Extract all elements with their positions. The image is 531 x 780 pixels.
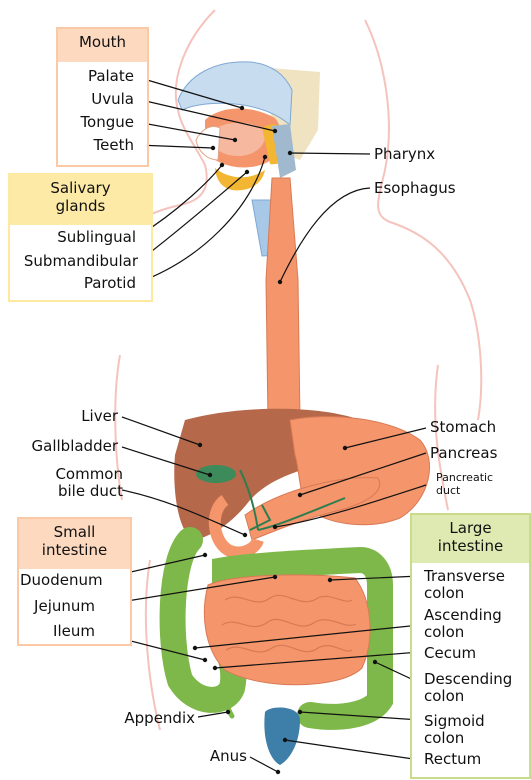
label-parotid: Parotid — [10, 275, 136, 292]
mouth-group-title: Mouth — [58, 29, 147, 62]
label-pancreatic-duct: Pancreatic duct — [436, 471, 493, 497]
label-jejunum: Jejunum — [20, 598, 95, 615]
esophagus-tube — [266, 178, 300, 420]
label-tongue: Tongue — [62, 114, 134, 131]
small-intestine-shape — [204, 575, 370, 685]
label-pharynx: Pharynx — [374, 146, 435, 163]
label-descending-colon: Descending colon — [424, 671, 512, 705]
label-pancreas: Pancreas — [430, 445, 497, 462]
label-duodenum: Duodenum — [20, 572, 95, 589]
label-palate: Palate — [62, 68, 134, 85]
label-teeth: Teeth — [62, 137, 134, 154]
label-anus: Anus — [190, 748, 247, 765]
large-intestine-title: Large intestine — [412, 515, 529, 563]
label-cecum: Cecum — [424, 645, 476, 662]
gallbladder-shape — [196, 465, 236, 483]
rectum-shape — [264, 707, 300, 765]
small-intestine-title: Small intestine — [19, 519, 130, 569]
label-submandibular: Submandibular — [8, 253, 138, 270]
head-structures — [178, 62, 320, 256]
label-rectum: Rectum — [424, 751, 481, 768]
label-uvula: Uvula — [62, 91, 134, 108]
label-sigmoid-colon: Sigmoid colon — [424, 713, 485, 747]
label-appendix: Appendix — [100, 710, 195, 727]
label-esophagus: Esophagus — [374, 180, 456, 197]
label-ascending-colon: Ascending colon — [424, 607, 502, 641]
label-sublingual: Sublingual — [10, 229, 136, 246]
label-stomach: Stomach — [430, 419, 496, 436]
salivary-glands-title: Salivary glands — [10, 175, 151, 225]
label-liver: Liver — [40, 408, 118, 425]
label-ileum: Ileum — [20, 623, 95, 640]
label-gallbladder: Gallbladder — [10, 438, 118, 455]
label-transverse-colon: Transverse colon — [424, 568, 505, 602]
label-common-bile-duct: Common bile duct — [20, 466, 123, 500]
